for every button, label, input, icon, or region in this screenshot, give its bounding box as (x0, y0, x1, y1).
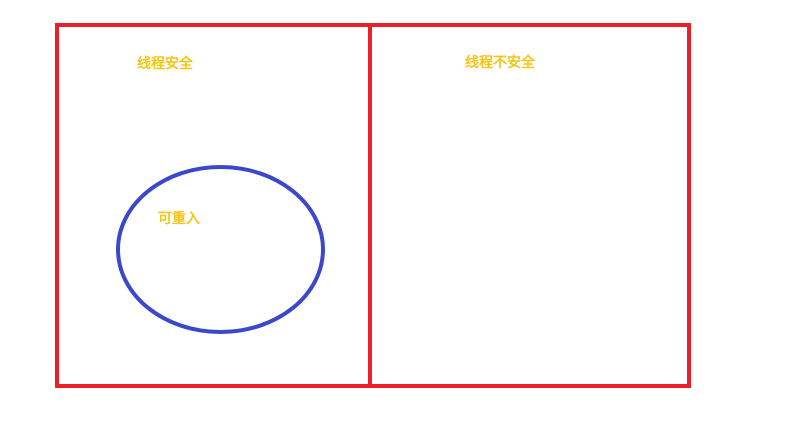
thread-safe-label: 线程安全 (137, 56, 193, 72)
thread-unsafe-label: 线程不安全 (465, 55, 535, 71)
reentrant-ellipse (116, 165, 325, 334)
reentrant-label: 可重入 (158, 211, 200, 227)
thread-unsafe-region (368, 23, 691, 388)
